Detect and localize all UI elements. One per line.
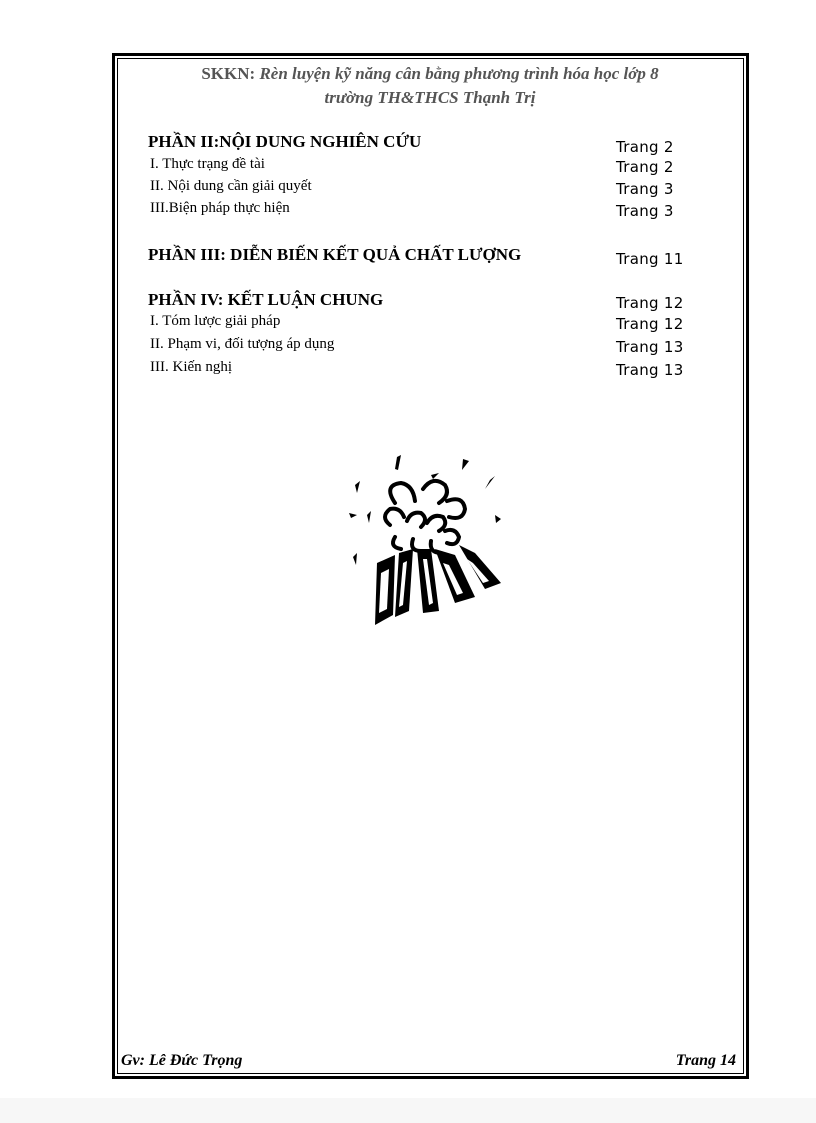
toc-item: I. Thực trạng đề tài Trang 2 — [148, 156, 708, 178]
page-header: SKKN: Rèn luyện kỹ năng cân bằng phương … — [130, 62, 730, 110]
footer-page-number: Trang 14 — [675, 1052, 736, 1069]
page-border-inner — [117, 58, 744, 1074]
toc-item: III. Kiến nghị Trang 13 — [148, 359, 708, 381]
toc-label: III.Biện pháp thực hiện — [150, 200, 290, 216]
toc-page: Trang 2 — [616, 138, 674, 156]
toc-label: PHẦN II:NỘI DUNG NGHIÊN CỨU — [148, 132, 422, 151]
toc-section: PHẦN II:NỘI DUNG NGHIÊN CỨU Trang 2 — [148, 132, 708, 156]
toc-label: I. Tóm lược giải pháp — [150, 313, 281, 329]
toc-label: II. Nội dung cần giải quyết — [150, 178, 312, 194]
header-prefix: SKKN: — [201, 64, 256, 83]
toc-page: Trang 11 — [616, 250, 684, 268]
viewer-bottom-strip — [0, 1098, 816, 1123]
toc-item: II. Nội dung cần giải quyết Trang 3 — [148, 178, 708, 200]
books-celebration-clipart — [349, 455, 501, 625]
toc-section: PHẦN III: DIỄN BIẾN KẾT QUẢ CHẤT LƯỢNG T… — [148, 245, 708, 268]
toc-item: III.Biện pháp thực hiện Trang 3 — [148, 200, 708, 222]
toc-item: II. Phạm vi, đối tượng áp dụng Trang 13 — [148, 336, 708, 358]
toc-label: I. Thực trạng đề tài — [150, 156, 265, 172]
toc-page: Trang 13 — [616, 338, 684, 356]
toc-page: Trang 3 — [616, 202, 674, 220]
toc-label: II. Phạm vi, đối tượng áp dụng — [150, 336, 335, 352]
toc-section: PHẦN IV: KẾT LUẬN CHUNG Trang 12 — [148, 290, 708, 312]
header-title-line1: Rèn luyện kỹ năng cân bằng phương trình … — [259, 64, 659, 83]
toc-label: PHẦN III: DIỄN BIẾN KẾT QUẢ CHẤT LƯỢNG — [148, 245, 522, 264]
header-line-1: SKKN: Rèn luyện kỹ năng cân bằng phương … — [130, 62, 730, 86]
toc-page: Trang 2 — [616, 158, 674, 176]
toc-page: Trang 12 — [616, 315, 684, 333]
header-title-line2: trường TH&THCS Thạnh Trị — [324, 88, 536, 107]
toc-page: Trang 12 — [616, 294, 684, 312]
page-border-outer — [112, 53, 749, 1079]
toc-page: Trang 3 — [616, 180, 674, 198]
toc-label: III. Kiến nghị — [150, 359, 233, 375]
toc-page: Trang 13 — [616, 361, 684, 379]
toc-label: PHẦN IV: KẾT LUẬN CHUNG — [148, 290, 384, 309]
toc-item: I. Tóm lược giải pháp Trang 12 — [148, 313, 708, 335]
footer-author: Gv: Lê Đức Trọng — [121, 1052, 243, 1069]
